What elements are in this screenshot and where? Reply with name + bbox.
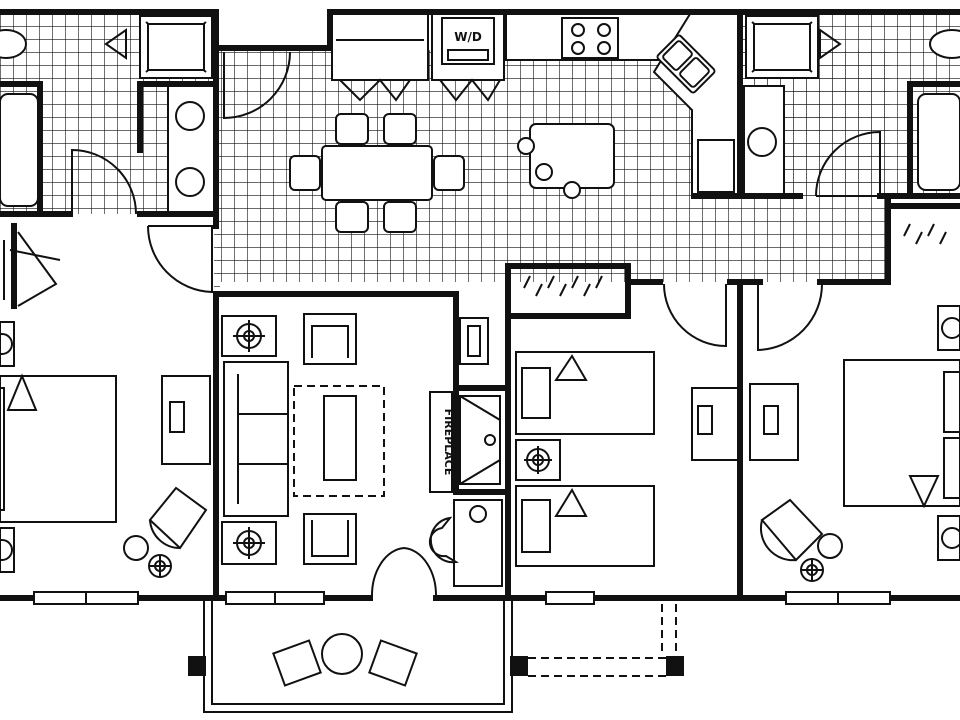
dining	[289, 113, 465, 233]
left-toilet	[0, 29, 27, 59]
right-bedroom	[749, 305, 960, 582]
left-chair	[148, 486, 208, 550]
sofa	[223, 361, 289, 517]
center-bedroom	[515, 351, 739, 567]
patio-chair-left	[272, 639, 322, 687]
washer-dryer	[441, 17, 495, 65]
kitchen-sink	[656, 34, 716, 94]
left-sink-bottom	[175, 167, 205, 197]
left-bed	[0, 375, 117, 523]
windows	[33, 591, 891, 605]
right-bed	[843, 359, 960, 507]
entry-tile	[214, 214, 220, 294]
kitchen: W/D	[336, 17, 735, 199]
right-sink	[747, 127, 777, 157]
right-dresser	[749, 383, 799, 461]
pantry-closet	[331, 13, 429, 81]
patio-chair-right	[368, 639, 418, 687]
desk-living	[453, 499, 503, 587]
left-bedroom	[0, 321, 211, 578]
living-room: FIREPLACE	[221, 313, 503, 587]
right-toilet	[929, 29, 960, 59]
dining-table	[321, 145, 433, 201]
dishwasher	[697, 139, 735, 193]
center-bed-top	[515, 351, 655, 435]
left-tub	[0, 93, 39, 207]
coffee-table	[323, 395, 357, 481]
right-tub	[917, 93, 960, 191]
right-chair	[760, 498, 824, 562]
right-bath	[745, 15, 960, 191]
center-bed-bottom	[515, 485, 655, 567]
closet-rods	[3, 223, 947, 307]
washer-dryer-label: W/D	[454, 30, 482, 44]
left-bath	[0, 15, 213, 207]
fireplace-label: FIREPLACE	[442, 409, 455, 476]
balcony	[188, 598, 684, 713]
center-dresser	[691, 387, 739, 461]
rug	[293, 385, 385, 497]
doors	[71, 51, 881, 599]
patio-table	[321, 633, 363, 675]
tv-stand	[459, 317, 489, 365]
left-sink-top	[175, 101, 205, 131]
